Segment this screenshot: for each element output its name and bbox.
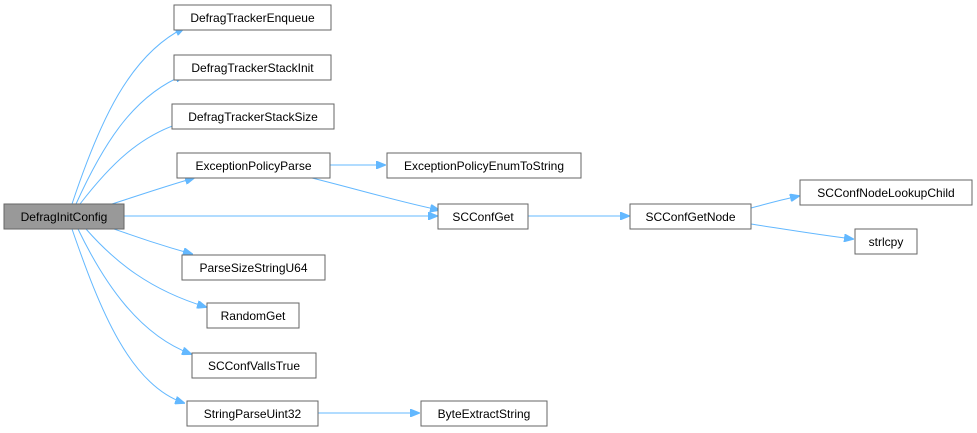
node-scconf-val-is-true[interactable]: SCConfValIsTrue xyxy=(191,352,317,379)
node-label: SCConfGet xyxy=(452,210,514,224)
node-label: DefragTrackerStackSize xyxy=(188,110,318,124)
node-defrag-tracker-stack-init[interactable]: DefragTrackerStackInit xyxy=(173,54,332,81)
node-label: DefragInitConfig xyxy=(21,210,108,224)
node-scconf-node-lookup-child[interactable]: SCConfNodeLookupChild xyxy=(799,179,973,206)
edge-n7-n9 xyxy=(750,223,853,239)
node-exception-policy-parse[interactable]: ExceptionPolicyParse xyxy=(176,152,331,179)
node-label: SCConfValIsTrue xyxy=(208,359,300,373)
node-scconf-get[interactable]: SCConfGet xyxy=(437,203,529,230)
edge-root-n10 xyxy=(113,228,192,254)
node-strlcpy[interactable]: strlcpy xyxy=(854,228,918,255)
edges xyxy=(71,28,853,413)
edge-root-n2 xyxy=(75,75,184,205)
node-defrag-tracker-stack-size[interactable]: DefragTrackerStackSize xyxy=(171,103,335,130)
node-scconf-get-node[interactable]: SCConfGetNode xyxy=(629,203,752,230)
node-parse-size-string-u64[interactable]: ParseSizeStringU64 xyxy=(181,254,326,281)
node-label: DefragTrackerEnqueue xyxy=(190,11,315,25)
node-defrag-tracker-enqueue[interactable]: DefragTrackerEnqueue xyxy=(173,4,332,31)
node-random-get[interactable]: RandomGet xyxy=(206,302,300,329)
edge-root-n4 xyxy=(111,178,194,205)
edge-root-n1 xyxy=(71,28,184,205)
edge-n4-n6 xyxy=(311,177,439,210)
nodes: DefragInitConfig DefragTrackerEnqueue De… xyxy=(3,4,973,427)
node-label: StringParseUint32 xyxy=(204,407,302,421)
node-label: ByteExtractString xyxy=(438,407,531,421)
node-label: RandomGet xyxy=(221,309,286,323)
edge-root-n11 xyxy=(85,228,206,307)
edge-root-n13 xyxy=(71,228,184,403)
node-string-parse-uint32[interactable]: StringParseUint32 xyxy=(186,400,319,427)
edge-root-n3 xyxy=(79,122,184,205)
node-label: ExceptionPolicyParse xyxy=(195,159,311,173)
node-exception-policy-enum-to-string[interactable]: ExceptionPolicyEnumToString xyxy=(386,152,582,179)
node-label: ParseSizeStringU64 xyxy=(199,261,307,275)
node-root[interactable]: DefragInitConfig xyxy=(3,203,125,230)
node-label: SCConfNodeLookupChild xyxy=(817,186,954,200)
edge-n7-n8 xyxy=(750,196,799,209)
node-label: SCConfGetNode xyxy=(645,210,735,224)
node-label: strlcpy xyxy=(869,235,904,249)
edge-root-n12 xyxy=(77,228,191,354)
node-byte-extract-string[interactable]: ByteExtractString xyxy=(420,400,548,427)
node-label: ExceptionPolicyEnumToString xyxy=(404,159,564,173)
node-label: DefragTrackerStackInit xyxy=(191,61,314,75)
